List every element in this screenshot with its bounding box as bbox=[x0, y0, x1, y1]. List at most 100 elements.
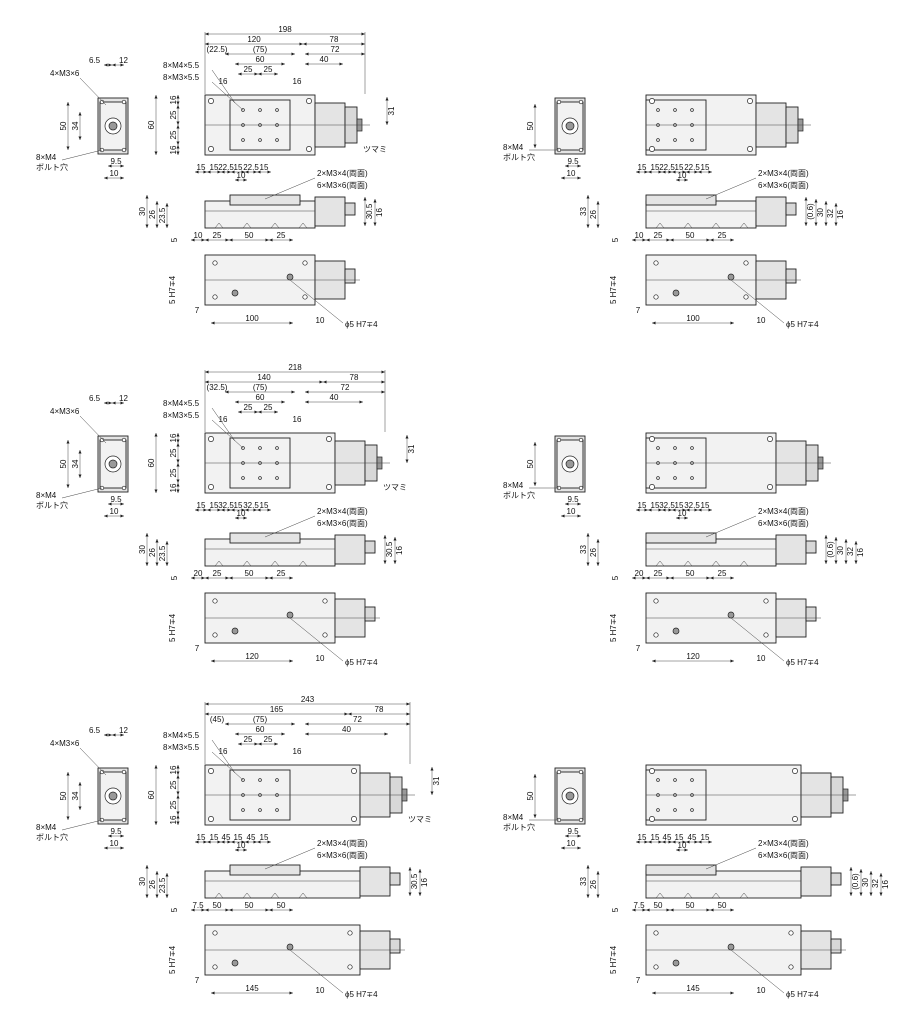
dimension-arrowhead bbox=[229, 238, 233, 242]
dimension-arrowhead bbox=[176, 463, 180, 467]
dimension-label: 25 bbox=[169, 800, 178, 809]
dimension-arrowhead bbox=[668, 508, 672, 512]
dimension-arrowhead bbox=[706, 908, 710, 912]
dimension-label: 23.5 bbox=[158, 877, 167, 893]
dimension-label: 145 bbox=[686, 984, 700, 993]
dimension-arrowhead bbox=[176, 145, 180, 149]
dimension-label: 165 bbox=[270, 705, 284, 714]
dimension-arrowhead bbox=[120, 164, 124, 168]
dimension-arrowhead bbox=[648, 170, 652, 174]
dimension-label: (22.5) bbox=[207, 45, 228, 54]
dimension-label: (75) bbox=[253, 383, 268, 392]
dimension-arrowhead bbox=[348, 712, 352, 716]
leader-line bbox=[61, 819, 103, 831]
side-motor-housing bbox=[775, 534, 807, 565]
mount-hole bbox=[212, 294, 218, 300]
side-marker-icon bbox=[214, 222, 224, 229]
thread-callout: 6×M3×6(両面) bbox=[758, 851, 809, 860]
dimension-arrowhead bbox=[854, 541, 858, 545]
bolt-callout: 8×M4 bbox=[503, 143, 524, 152]
dimension-arrowhead bbox=[652, 321, 656, 325]
dimension-arrowhead bbox=[176, 439, 180, 443]
dimension-label: 45 bbox=[247, 833, 256, 842]
dimension-arrowhead bbox=[281, 400, 285, 404]
dimension-label: 26 bbox=[589, 210, 598, 219]
mount-hole bbox=[212, 260, 218, 266]
dimension-label: 10 bbox=[316, 986, 325, 995]
dimension-arrowhead bbox=[305, 52, 309, 56]
dimension-arrowhead bbox=[253, 170, 257, 174]
side-base bbox=[204, 200, 316, 229]
dimension-arrowhead bbox=[145, 195, 149, 199]
dimension-label: 5 bbox=[170, 237, 179, 242]
dimension-arrowhead bbox=[205, 238, 209, 242]
mount-hole bbox=[763, 598, 769, 604]
pin-hole-callout: 5 H7∓4 bbox=[609, 945, 618, 974]
locating-pin-icon bbox=[727, 943, 735, 951]
dimension-arrowhead bbox=[274, 410, 278, 414]
locating-pin-icon bbox=[727, 273, 735, 281]
side-motor-housing bbox=[755, 196, 787, 227]
dimension-label: 22.5 bbox=[243, 163, 259, 172]
stage-drawing-v4: 508×M4ボルト穴9.510223151532.51532.515102×M3… bbox=[503, 432, 865, 667]
base-mount-hole bbox=[326, 436, 332, 442]
dimension-arrowhead bbox=[406, 722, 410, 726]
dimension-label: 25 bbox=[277, 569, 286, 578]
thread-callout: 6×M3×6(両面) bbox=[758, 519, 809, 528]
dimension-arrowhead bbox=[682, 508, 686, 512]
side-marker-icon bbox=[739, 892, 749, 899]
lead-screw-icon bbox=[108, 791, 118, 801]
dimension-arrowhead bbox=[154, 765, 158, 769]
dimension-label: 10 bbox=[110, 507, 119, 516]
locating-pin-icon bbox=[231, 289, 239, 297]
dimension-arrowhead bbox=[165, 894, 169, 898]
dimension-arrowhead bbox=[66, 816, 70, 820]
dimension-label: 16 bbox=[169, 433, 178, 442]
mount-hole bbox=[322, 632, 328, 638]
dimension-label: 60 bbox=[256, 55, 265, 64]
pin-hole-callout: 5 H7∓4 bbox=[609, 275, 618, 304]
dimension-arrowhead bbox=[662, 170, 666, 174]
dimension-label: 25 bbox=[169, 110, 178, 119]
dimension-arrowhead bbox=[176, 125, 180, 129]
dimension-arrowhead bbox=[849, 892, 853, 896]
mount-hole bbox=[99, 437, 105, 443]
mount-hole bbox=[743, 294, 749, 300]
locating-pin-icon bbox=[672, 627, 680, 635]
dimension-arrowhead bbox=[265, 908, 269, 912]
mount-hole bbox=[653, 260, 659, 266]
dimension-arrowhead bbox=[165, 541, 169, 545]
dimension-label: 60 bbox=[256, 725, 265, 734]
dimension-arrowhead bbox=[596, 224, 600, 228]
dimension-arrowhead bbox=[176, 141, 180, 145]
side-marker-icon bbox=[655, 560, 665, 567]
table-tapped-hole bbox=[690, 476, 694, 480]
dimension-label: 25 bbox=[654, 569, 663, 578]
dimension-label: 50 bbox=[526, 791, 535, 800]
dimension-label: 10 bbox=[567, 839, 576, 848]
dimension-arrowhead bbox=[78, 450, 82, 454]
table-tapped-hole bbox=[258, 808, 262, 812]
dimension-arrowhead bbox=[205, 908, 209, 912]
dimension-label: (32.5) bbox=[207, 383, 228, 392]
dimension-arrowhead bbox=[258, 410, 262, 414]
dimension-arrowhead bbox=[684, 178, 688, 182]
dimension-label: 10 bbox=[757, 986, 766, 995]
dimension-label: 26 bbox=[148, 548, 157, 557]
side-marker-icon bbox=[270, 560, 280, 567]
side-base bbox=[645, 870, 802, 899]
dimension-label: 12 bbox=[119, 726, 128, 735]
mount-hole bbox=[302, 260, 308, 266]
dimension-arrowhead bbox=[418, 869, 422, 873]
leader-line bbox=[211, 739, 236, 774]
dimension-arrowhead bbox=[405, 435, 409, 439]
dimension-label: 10 bbox=[757, 654, 766, 663]
dimension-arrowhead bbox=[644, 170, 648, 174]
dimension-arrowhead bbox=[195, 508, 199, 512]
dimension-arrowhead bbox=[155, 201, 159, 205]
dimension-arrowhead bbox=[176, 95, 180, 99]
bottom-knob bbox=[389, 938, 401, 954]
bolt-callout: 8×M4 bbox=[503, 481, 524, 490]
